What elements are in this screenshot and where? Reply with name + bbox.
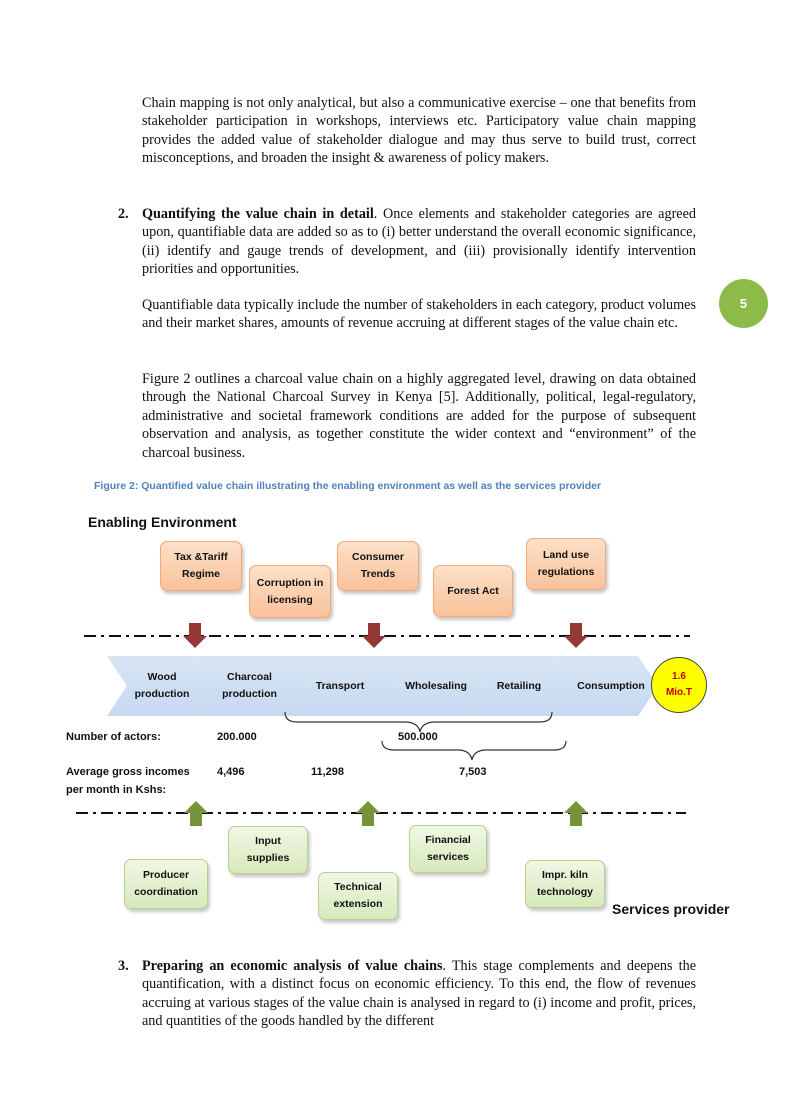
environment-box-corruption: Corruption in licensing xyxy=(249,565,331,618)
section-2-title: Quantifying the value chain in detail xyxy=(142,206,374,222)
down-arrow-1 xyxy=(183,623,207,648)
service-box-input-supplies: Input supplies xyxy=(228,826,308,874)
actors-label: Number of actors: xyxy=(66,731,161,743)
chevron-transport xyxy=(287,656,395,716)
chevron-wholesaling xyxy=(375,656,483,716)
services-provider-title: Services provider xyxy=(612,901,730,917)
section-2-paragraph-2: Quantifiable data typically include the … xyxy=(142,297,696,332)
environment-box-tax-tariff: Tax &Tariff Regime xyxy=(160,541,242,591)
enabling-environment-title: Enabling Environment xyxy=(88,514,237,530)
environment-box-land-use: Land use regulations xyxy=(526,538,606,590)
income-value-1: 4,496 xyxy=(217,766,245,778)
brace-income xyxy=(381,740,567,761)
intro-paragraph: Chain mapping is not only analytical, bu… xyxy=(142,95,696,167)
chevron-wood-production xyxy=(107,656,212,716)
up-arrow-2 xyxy=(356,801,380,826)
chevron-retailing xyxy=(463,656,572,716)
down-arrow-2 xyxy=(362,623,386,648)
service-box-kiln-technology: Impr. kiln technology xyxy=(525,860,605,908)
stage-label-retailing: Retailing xyxy=(496,679,542,692)
environment-box-forest-act: Forest Act xyxy=(433,565,513,617)
service-box-producer-coordination: Producer coordination xyxy=(124,859,208,909)
stage-label-consumption: Consumption xyxy=(577,679,645,692)
stage-label-transport: Transport xyxy=(315,679,365,692)
figure-caption: Figure 2: Quantified value chain illustr… xyxy=(94,480,602,492)
up-arrow-1 xyxy=(184,801,208,826)
service-box-technical-extension: Technical extension xyxy=(318,872,398,920)
stage-label-wholesaling: Wholesaling xyxy=(405,679,467,692)
section-2-paragraph: Quantifying the value chain in detail. O… xyxy=(142,205,696,279)
page-number-badge: 5 xyxy=(719,279,768,328)
stage-label-wood-production: Wood production xyxy=(134,671,190,700)
environment-box-consumer-trends: Consumer Trends xyxy=(337,541,419,591)
section-2-paragraph-3: Figure 2 outlines a charcoal value chain… xyxy=(142,371,696,461)
section-3-title: Preparing an economic analysis of value … xyxy=(142,958,443,974)
actors-value-2: 500.000 xyxy=(398,731,438,743)
section-3-number: 3. xyxy=(118,958,129,974)
chevron-charcoal-production xyxy=(192,656,307,716)
stage-label-charcoal-production: Charcoal production xyxy=(222,671,277,700)
income-value-3: 7,503 xyxy=(459,766,487,778)
section-3-paragraph: Preparing an economic analysis of value … xyxy=(142,957,696,1031)
up-arrow-3 xyxy=(564,801,588,826)
final-output-circle: 1.6 Mio.T xyxy=(651,657,707,713)
chevron-consumption xyxy=(552,656,658,716)
section-3-text: . This stage complements and deepens the… xyxy=(142,958,696,1030)
service-box-financial-services: Financial services xyxy=(409,825,487,873)
actors-value-1: 200.000 xyxy=(217,731,257,743)
down-arrow-3 xyxy=(564,623,588,648)
final-output-value: 1.6 Mio.T xyxy=(665,671,693,698)
brace-transport-retailing xyxy=(284,711,553,733)
section-2-number: 2. xyxy=(118,206,129,222)
income-label: Average gross incomes per month in Kshs: xyxy=(66,766,190,796)
section-2-text: . Once elements and stakeholder categori… xyxy=(142,206,696,278)
income-value-2: 11,298 xyxy=(311,766,345,778)
